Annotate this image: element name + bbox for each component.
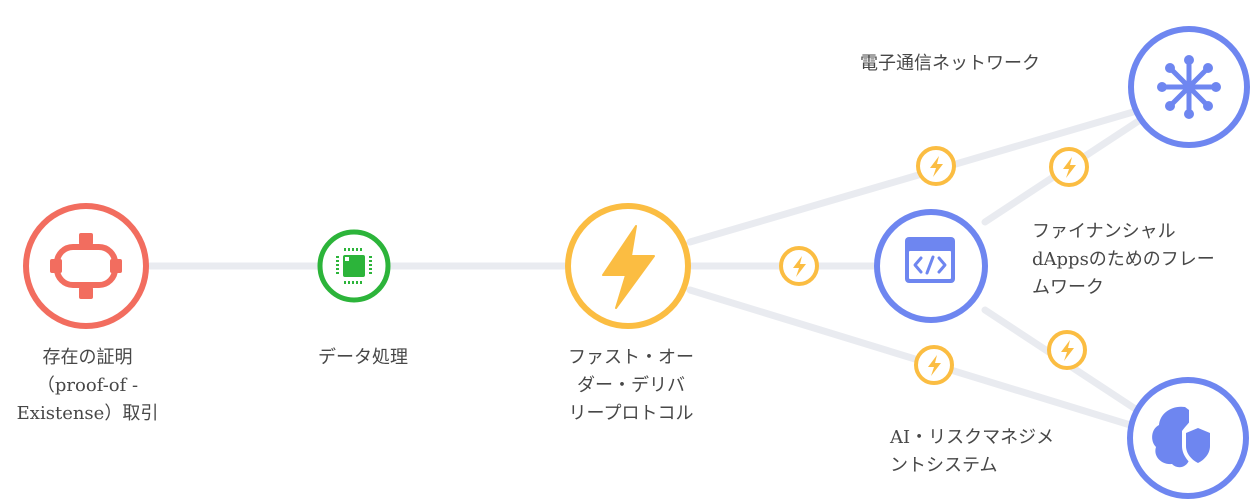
node-telecom-network bbox=[1128, 26, 1250, 148]
node-data-processing bbox=[317, 229, 391, 303]
code-window-icon bbox=[905, 237, 955, 283]
label-ai-risk-management: AI・リスクマネジメ ントシステム bbox=[890, 427, 1055, 476]
hub-network-icon bbox=[1157, 55, 1221, 119]
label-financial-dapps-framework: ファイナンシャル dAppsのためのフレー ムワーク bbox=[1032, 221, 1215, 298]
small-lightning-icon bbox=[779, 246, 819, 286]
small-lightning-icon bbox=[1049, 147, 1089, 187]
label-fast-order-delivery: ファスト・オー ダー・デリバ リープロトコル bbox=[568, 347, 694, 424]
small-lightning-icon bbox=[916, 146, 956, 186]
line-fast-telecom bbox=[686, 106, 1144, 246]
lightning-bolt-icon bbox=[602, 225, 655, 309]
connector-bolts bbox=[779, 146, 1089, 385]
small-lightning-icon bbox=[1047, 330, 1087, 370]
network-nodes-icon bbox=[50, 233, 122, 299]
label-data-processing: データ処理 bbox=[318, 347, 408, 368]
node-dapp-framework bbox=[874, 209, 988, 323]
brain-shield-icon bbox=[1152, 406, 1214, 468]
node-ai-risk-management bbox=[1127, 377, 1249, 499]
label-telecom-network: 電子通信ネットワーク bbox=[860, 53, 1040, 74]
chip-icon bbox=[336, 248, 372, 284]
node-fast-order-delivery bbox=[565, 203, 691, 329]
label-proof-of-existence: 存在の証明 （proof-of - Existense）取引 bbox=[16, 347, 159, 424]
node-proof-of-existence bbox=[23, 203, 149, 329]
small-lightning-icon bbox=[914, 345, 954, 385]
